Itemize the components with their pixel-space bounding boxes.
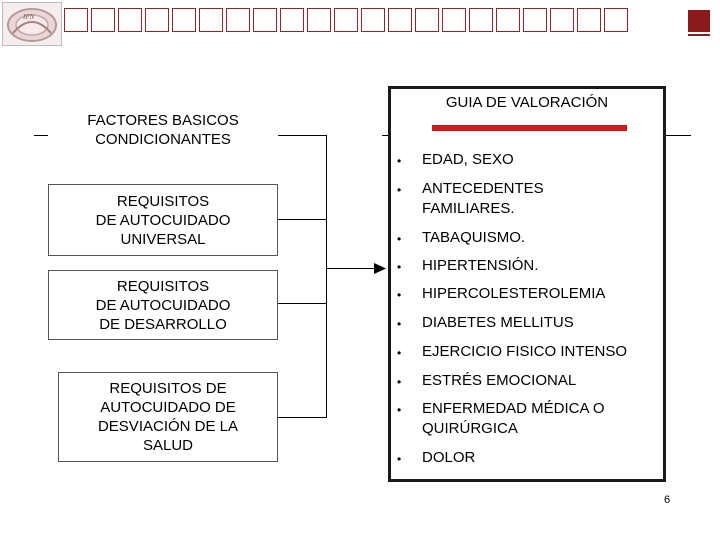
decorative-square xyxy=(280,8,304,32)
guia-valoracion-title: GUIA DE VALORACIÓN xyxy=(445,94,609,111)
separator-line-left xyxy=(34,135,48,136)
corner-accent-square xyxy=(688,10,710,32)
guia-valoracion-box xyxy=(388,86,666,482)
connector-vertical-main xyxy=(326,153,327,418)
corner-accent-line xyxy=(688,34,710,36)
decorative-square xyxy=(91,8,115,32)
connector-arrow-shaft xyxy=(326,268,376,269)
box-factores-label: FACTORES BASICOS CONDICIONANTES xyxy=(87,112,239,148)
separator-line-mid xyxy=(278,135,326,136)
institution-logo: IPN xyxy=(2,2,62,46)
box-requisitos-desviacion: REQUISITOS DE AUTOCUIDADO DE DESVIACIÓN … xyxy=(58,372,278,462)
decorative-square xyxy=(442,8,466,32)
guia-item-hipertension: HIPERTENSIÓN. xyxy=(422,257,539,274)
box-requisitos-desarrollo: REQUISITOS DE AUTOCUIDADO DE DESARROLLO xyxy=(48,270,278,340)
decorative-square xyxy=(469,8,493,32)
decorative-square xyxy=(388,8,412,32)
box-requisitos-universal: REQUISITOS DE AUTOCUIDADO UNIVERSAL xyxy=(48,184,278,256)
logo-text: IPN xyxy=(22,13,35,21)
bullet-icon: • xyxy=(397,260,402,274)
guia-title-underline xyxy=(432,125,627,131)
decorative-square xyxy=(577,8,601,32)
decorative-square xyxy=(118,8,142,32)
decorative-square xyxy=(307,8,331,32)
decorative-square xyxy=(172,8,196,32)
bullet-icon: • xyxy=(397,288,402,302)
bullet-icon: • xyxy=(397,452,402,466)
box-desviacion-label: REQUISITOS DE AUTOCUIDADO DE DESVIACIÓN … xyxy=(97,380,239,454)
guia-item-ejercicio: EJERCICIO FISICO INTENSO xyxy=(422,343,628,360)
decorative-square xyxy=(145,8,169,32)
box-desarrollo-label: REQUISITOS DE AUTOCUIDADO DE DESARROLLO xyxy=(95,277,231,333)
bullet-icon: • xyxy=(397,232,402,246)
decorative-square xyxy=(523,8,547,32)
connector-vertical-top xyxy=(326,135,327,153)
decorative-square xyxy=(64,8,88,32)
guia-item-antecedentes: ANTECEDENTES FAMILIARES. xyxy=(422,180,544,217)
logo-emblem-icon: IPN xyxy=(7,8,57,42)
box-factores-basicos: FACTORES BASICOS CONDICIONANTES xyxy=(48,94,278,166)
decorative-square xyxy=(253,8,277,32)
bullet-icon: • xyxy=(397,403,402,417)
guia-item-tabaquismo: TABAQUISMO. xyxy=(422,229,526,246)
decorative-square-bar xyxy=(64,8,674,32)
decorative-square xyxy=(604,8,628,32)
bullet-icon: • xyxy=(397,183,402,197)
decorative-square xyxy=(334,8,358,32)
connector-universal xyxy=(278,219,326,220)
decorative-square xyxy=(361,8,385,32)
bullet-icon: • xyxy=(397,375,402,389)
box-universal-label: REQUISITOS DE AUTOCUIDADO UNIVERSAL xyxy=(95,192,231,248)
bullet-icon: • xyxy=(397,317,402,331)
arrow-right-icon xyxy=(374,263,386,274)
decorative-square xyxy=(199,8,223,32)
guia-item-dolor: DOLOR xyxy=(422,449,476,466)
page-number: 6 xyxy=(664,494,671,506)
separator-line-right xyxy=(665,135,691,136)
decorative-square xyxy=(415,8,439,32)
guia-item-estres: ESTRÉS EMOCIONAL xyxy=(422,372,577,389)
guia-item-edad: EDAD, SEXO xyxy=(422,151,514,168)
decorative-square xyxy=(226,8,250,32)
decorative-square xyxy=(496,8,520,32)
bullet-icon: • xyxy=(397,346,402,360)
connector-desviacion xyxy=(278,417,326,418)
guia-item-hipercolesterolemia: HIPERCOLESTEROLEMIA xyxy=(422,285,606,302)
guia-item-diabetes: DIABETES MELLITUS xyxy=(422,314,574,331)
bullet-icon: • xyxy=(397,154,402,168)
decorative-square xyxy=(550,8,574,32)
connector-desarrollo xyxy=(278,303,326,304)
separator-line-right-stub xyxy=(382,135,390,136)
guia-item-enfermedad: ENFERMEDAD MÉDICA O QUIRÚRGICA xyxy=(422,400,605,437)
